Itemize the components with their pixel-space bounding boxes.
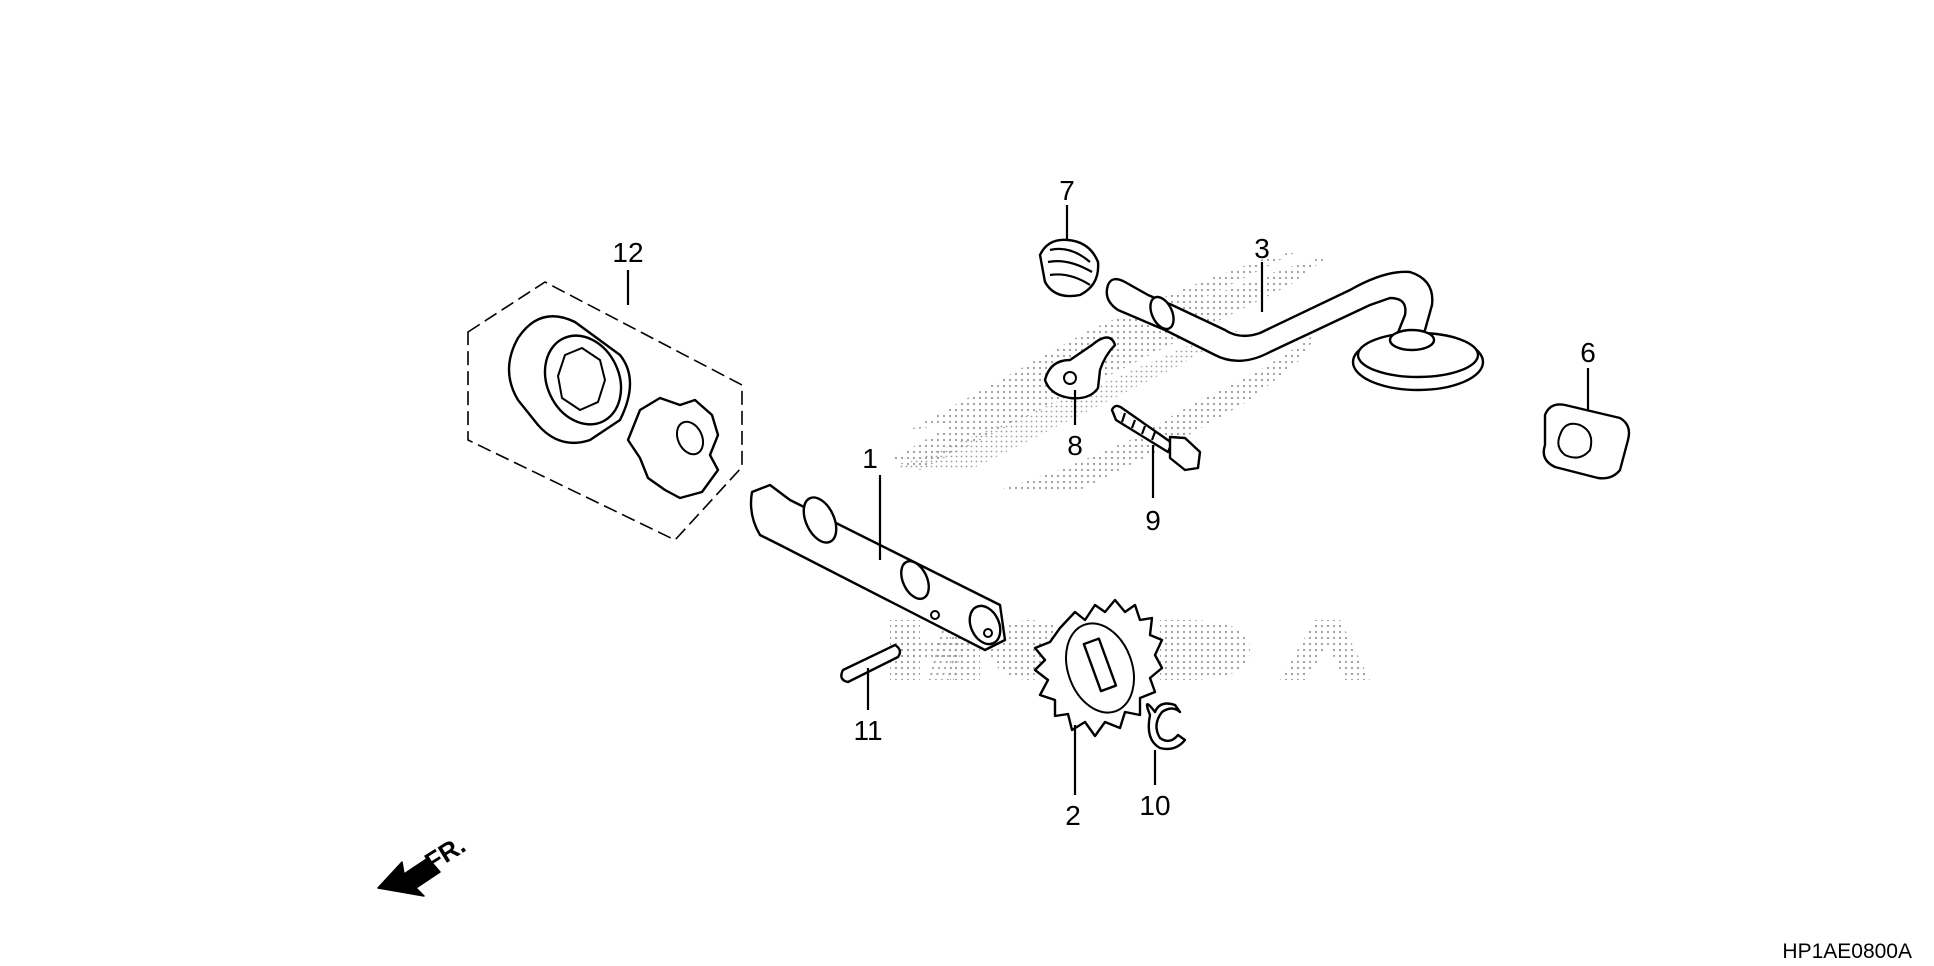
rotor-set-assembly [467,281,743,541]
dotted-shadow-area [890,330,1240,470]
circlip-drawing [1145,702,1187,751]
pin-drawing [840,643,902,684]
callout-3: 3 [1254,233,1270,264]
front-arrow-icon [377,857,441,897]
grommet-top-drawing [1038,238,1100,298]
callout-1: 1 [862,443,878,474]
callout-12: 12 [612,237,643,268]
callout-9: 9 [1145,505,1161,536]
strainer-pipe-drawing [1105,270,1485,392]
outer-rotor-drawing [507,315,632,445]
leader-lines [626,205,1590,795]
rotor-set-dashed-outline [467,281,743,541]
flange-bolt-drawing [1110,404,1202,472]
callout-7: 7 [1059,175,1075,206]
diagram-code: HP1AE0800A [1782,940,1912,963]
callout-numbers: 1 2 3 6 7 8 9 10 11 12 [612,175,1595,831]
pump-gear-drawing [1033,598,1164,738]
grommet-side-drawing [1542,403,1631,480]
pump-shaft-drawing [749,483,1007,652]
inner-rotor-drawing [626,396,720,500]
setting-plate-drawing [1043,336,1117,400]
callout-2: 2 [1065,800,1081,831]
callout-11: 11 [853,715,882,746]
callout-10: 10 [1139,790,1170,821]
callout-8: 8 [1067,430,1083,461]
front-direction-indicator: FR. [377,829,471,897]
callout-6: 6 [1580,337,1596,368]
